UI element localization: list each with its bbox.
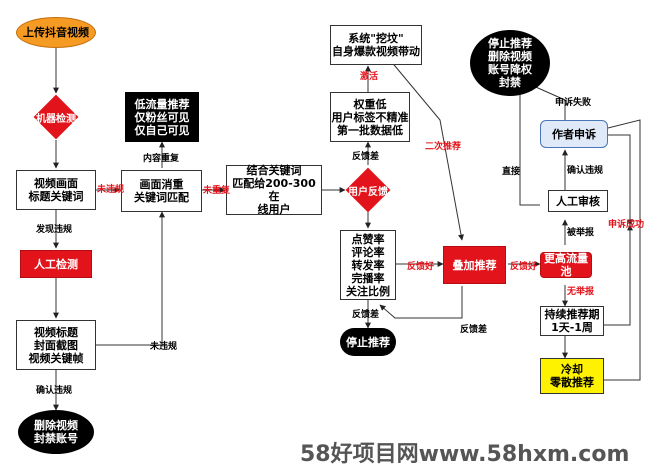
label-confirmed-violation-2: 确认违规 [567, 166, 604, 176]
boost-node: 叠加推荐 [443, 246, 506, 284]
cold-node: 冷却 零散推荐 [540, 358, 604, 394]
manual-check-node: 人工检测 [20, 250, 92, 278]
label-bad-feedback-1: 反馈差 [352, 152, 380, 162]
user-feedback-node: 用户反馈 [345, 167, 391, 213]
dedupe-node: 画面消重 关键词匹配 [121, 170, 202, 212]
metrics-node: 点赞率 评论率 转发率 完播率 关注比例 [340, 230, 396, 300]
label-bad-feedback-2: 反馈差 [352, 310, 380, 320]
stop-ban-node: 停止推荐 删除视频 账号降权 封禁 [470, 30, 550, 96]
delete-ban-node: 删除视频 封禁账号 [18, 410, 94, 454]
label-not-reported: 无举报 [567, 287, 595, 297]
label-second-rec: 二次推荐 [425, 142, 462, 152]
label-no-duplicate: 未重复 [203, 186, 231, 196]
label-good-feedback-1: 反馈好 [407, 262, 435, 272]
watermark: 58好项目网www.58hxm.com [300, 442, 630, 467]
frames-node: 视频标题 封面截图 视频关键帧 [16, 320, 96, 370]
label-appeal-success: 申诉成功 [608, 220, 645, 230]
machine-check-node: 机器检测 [33, 94, 79, 140]
title-keywords-node: 视频画面 标题关键词 [16, 170, 96, 210]
continue-period-node: 持续推荐期 1天-1周 [540, 306, 604, 336]
label-appeal-fail: 申诉失败 [555, 98, 592, 108]
label-activate: 激活 [360, 72, 379, 82]
dig-out-node: 系统"挖坟" 自身爆款视频带动 [330, 25, 422, 65]
label-reported: 被举报 [567, 228, 595, 238]
label-good-feedback-2: 反馈好 [510, 262, 538, 272]
low-weight-node: 权重低 用户标签不精准 第一批数据低 [330, 92, 410, 142]
manual-review-node: 人工审核 [548, 190, 608, 212]
author-appeal-node: 作者申诉 [540, 120, 608, 148]
label-found-violation: 发现违规 [36, 225, 73, 235]
stop-rec-node: 停止推荐 [340, 328, 396, 356]
label-duplicate: 内容重复 [143, 154, 180, 164]
label-confirmed-violation-1: 确认违规 [36, 386, 73, 396]
label-no-violation-1: 未违规 [97, 185, 125, 195]
label-direct: 直接 [502, 167, 521, 177]
label-no-violation-2: 未违规 [150, 342, 178, 352]
upload-node: 上传抖音视频 [16, 17, 96, 48]
match-users-node: 结合关键词 匹配给200-300在 线用户 [226, 164, 322, 216]
higher-pool-node: 更高流量池 [540, 252, 592, 278]
label-bad-feedback-3: 反馈差 [460, 325, 488, 335]
low-traffic-node: 低流量推荐 仅粉丝可见 仅自己可见 [125, 92, 199, 142]
